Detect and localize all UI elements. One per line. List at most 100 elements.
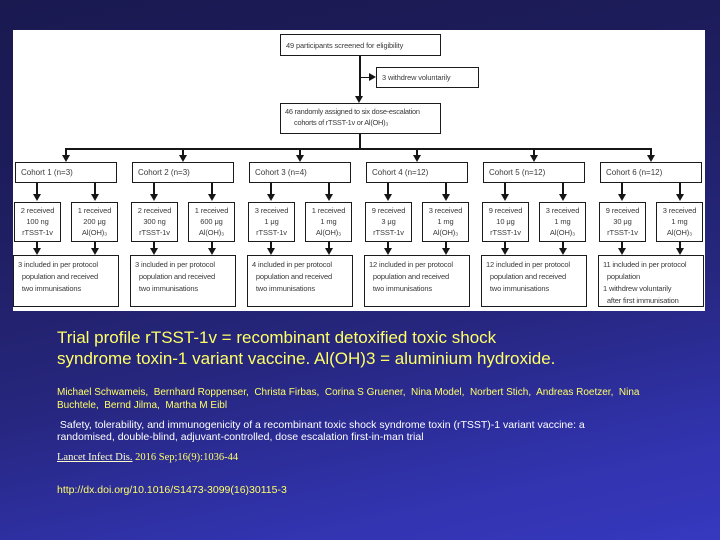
arrow-down-icon [90,248,99,255]
arrow-down-icon [207,194,216,201]
arrow-down-icon [149,194,158,201]
arrow-down-icon [617,194,626,201]
arrow-down-icon [207,248,216,255]
arrow-down-icon [32,248,41,255]
connector-line [94,242,96,249]
arrow-down-icon [383,194,392,201]
connector-line [533,148,535,156]
adjuvant-dose-box: 1 received 1 mg Al(OH)₃ [305,202,352,242]
cohort-box: Cohort 1 (n=3) [15,162,117,183]
journal-link[interactable]: Lancet Infect Dis. [57,452,133,463]
adjuvant-dose-box: 1 received 200 μg Al(OH)₃ [71,202,118,242]
doi-link[interactable]: http://dx.doi.org/10.1016/S1473-3099(16)… [57,484,287,496]
caption-title: Trial profile rTSST-1v = recombinant det… [57,328,556,368]
connector-line [679,183,681,195]
vaccine-dose-box: 9 received 30 μg rTSST-1v [599,202,646,242]
connector-line [359,56,361,97]
arrow-down-icon [441,248,450,255]
connector-line [65,148,67,156]
connector-line [211,242,213,249]
connector-line [621,242,623,249]
connector-line [153,242,155,249]
connector-line [504,183,506,195]
connector-line [270,183,272,195]
trial-profile-diagram-panel: 49 participants screened for eligibility… [13,30,705,311]
adjuvant-dose-box: 3 received 1 mg Al(OH)₃ [539,202,586,242]
vaccine-dose-box: 2 received 300 ng rTSST-1v [131,202,178,242]
cohort-box: Cohort 3 (n=4) [249,162,351,183]
arrow-down-icon [32,194,41,201]
per-protocol-box: 12 included in per protocol population a… [364,255,470,307]
per-protocol-box: 3 included in per protocol population an… [13,255,119,307]
arrow-down-icon [441,194,450,201]
connector-line [328,242,330,249]
per-protocol-box: 12 included in per protocol population a… [481,255,587,307]
connector-line [270,242,272,249]
connector-line [445,183,447,195]
caption-authors: Michael Schwameis, Bernhard Roppenser, C… [57,387,640,411]
distribution-line [66,148,652,150]
per-protocol-box: 3 included in per protocol population an… [130,255,236,307]
connector-line [359,134,361,149]
arrow-down-icon [383,248,392,255]
arrow-down-icon [178,155,187,162]
connector-line [562,183,564,195]
vaccine-dose-box: 9 received 3 μg rTSST-1v [365,202,412,242]
withdrew-box: 3 withdrew voluntarily [376,67,479,88]
connector-line [328,183,330,195]
arrow-down-icon [529,155,538,162]
per-protocol-box: 4 included in per protocol population an… [247,255,353,307]
randomized-box: 46 randomly assigned to six dose-escalat… [280,103,441,134]
arrow-right-icon [369,73,376,81]
connector-line [36,242,38,249]
arrow-down-icon [500,248,509,255]
connector-line [211,183,213,195]
cohort-box: Cohort 5 (n=12) [483,162,585,183]
study-title: Safety, tolerability, and immunogenicity… [57,419,585,443]
adjuvant-dose-box: 3 received 1 mg Al(OH)₃ [656,202,703,242]
connector-line [416,148,418,156]
arrow-down-icon [355,96,363,103]
arrow-down-icon [149,248,158,255]
connector-line [153,183,155,195]
arrow-down-icon [646,155,655,162]
cohort-box: Cohort 2 (n=3) [132,162,234,183]
arrow-down-icon [675,194,684,201]
connector-line [36,183,38,195]
connector-line [504,242,506,249]
connector-line [94,183,96,195]
arrow-down-icon [558,248,567,255]
arrow-down-icon [266,194,275,201]
arrow-down-icon [500,194,509,201]
screened-box: 49 participants screened for eligibility [280,34,441,56]
connector-line [445,242,447,249]
arrow-down-icon [90,194,99,201]
vaccine-dose-box: 3 received 1 μg rTSST-1v [248,202,295,242]
connector-line [562,242,564,249]
arrow-down-icon [61,155,70,162]
arrow-down-icon [675,248,684,255]
connector-line [621,183,623,195]
arrow-down-icon [412,155,421,162]
vaccine-dose-box: 2 received 100 ng rTSST-1v [14,202,61,242]
cohort-box: Cohort 6 (n=12) [600,162,702,183]
arrow-down-icon [324,248,333,255]
per-protocol-box: 11 included in per protocol population 1… [598,255,704,307]
adjuvant-dose-box: 1 received 600 μg Al(OH)₃ [188,202,235,242]
cohort-box: Cohort 4 (n=12) [366,162,468,183]
vaccine-dose-box: 9 received 10 μg rTSST-1v [482,202,529,242]
arrow-down-icon [266,248,275,255]
connector-line [360,76,370,78]
arrow-down-icon [295,155,304,162]
connector-line [182,148,184,156]
arrow-down-icon [324,194,333,201]
connector-line [679,242,681,249]
connector-line [387,242,389,249]
arrow-down-icon [558,194,567,201]
connector-line [299,148,301,156]
citation-line: Lancet Infect Dis. 2016 Sep;16(9):1036-4… [57,452,238,463]
arrow-down-icon [617,248,626,255]
connector-line [650,148,652,156]
adjuvant-dose-box: 3 received 1 mg Al(OH)₃ [422,202,469,242]
